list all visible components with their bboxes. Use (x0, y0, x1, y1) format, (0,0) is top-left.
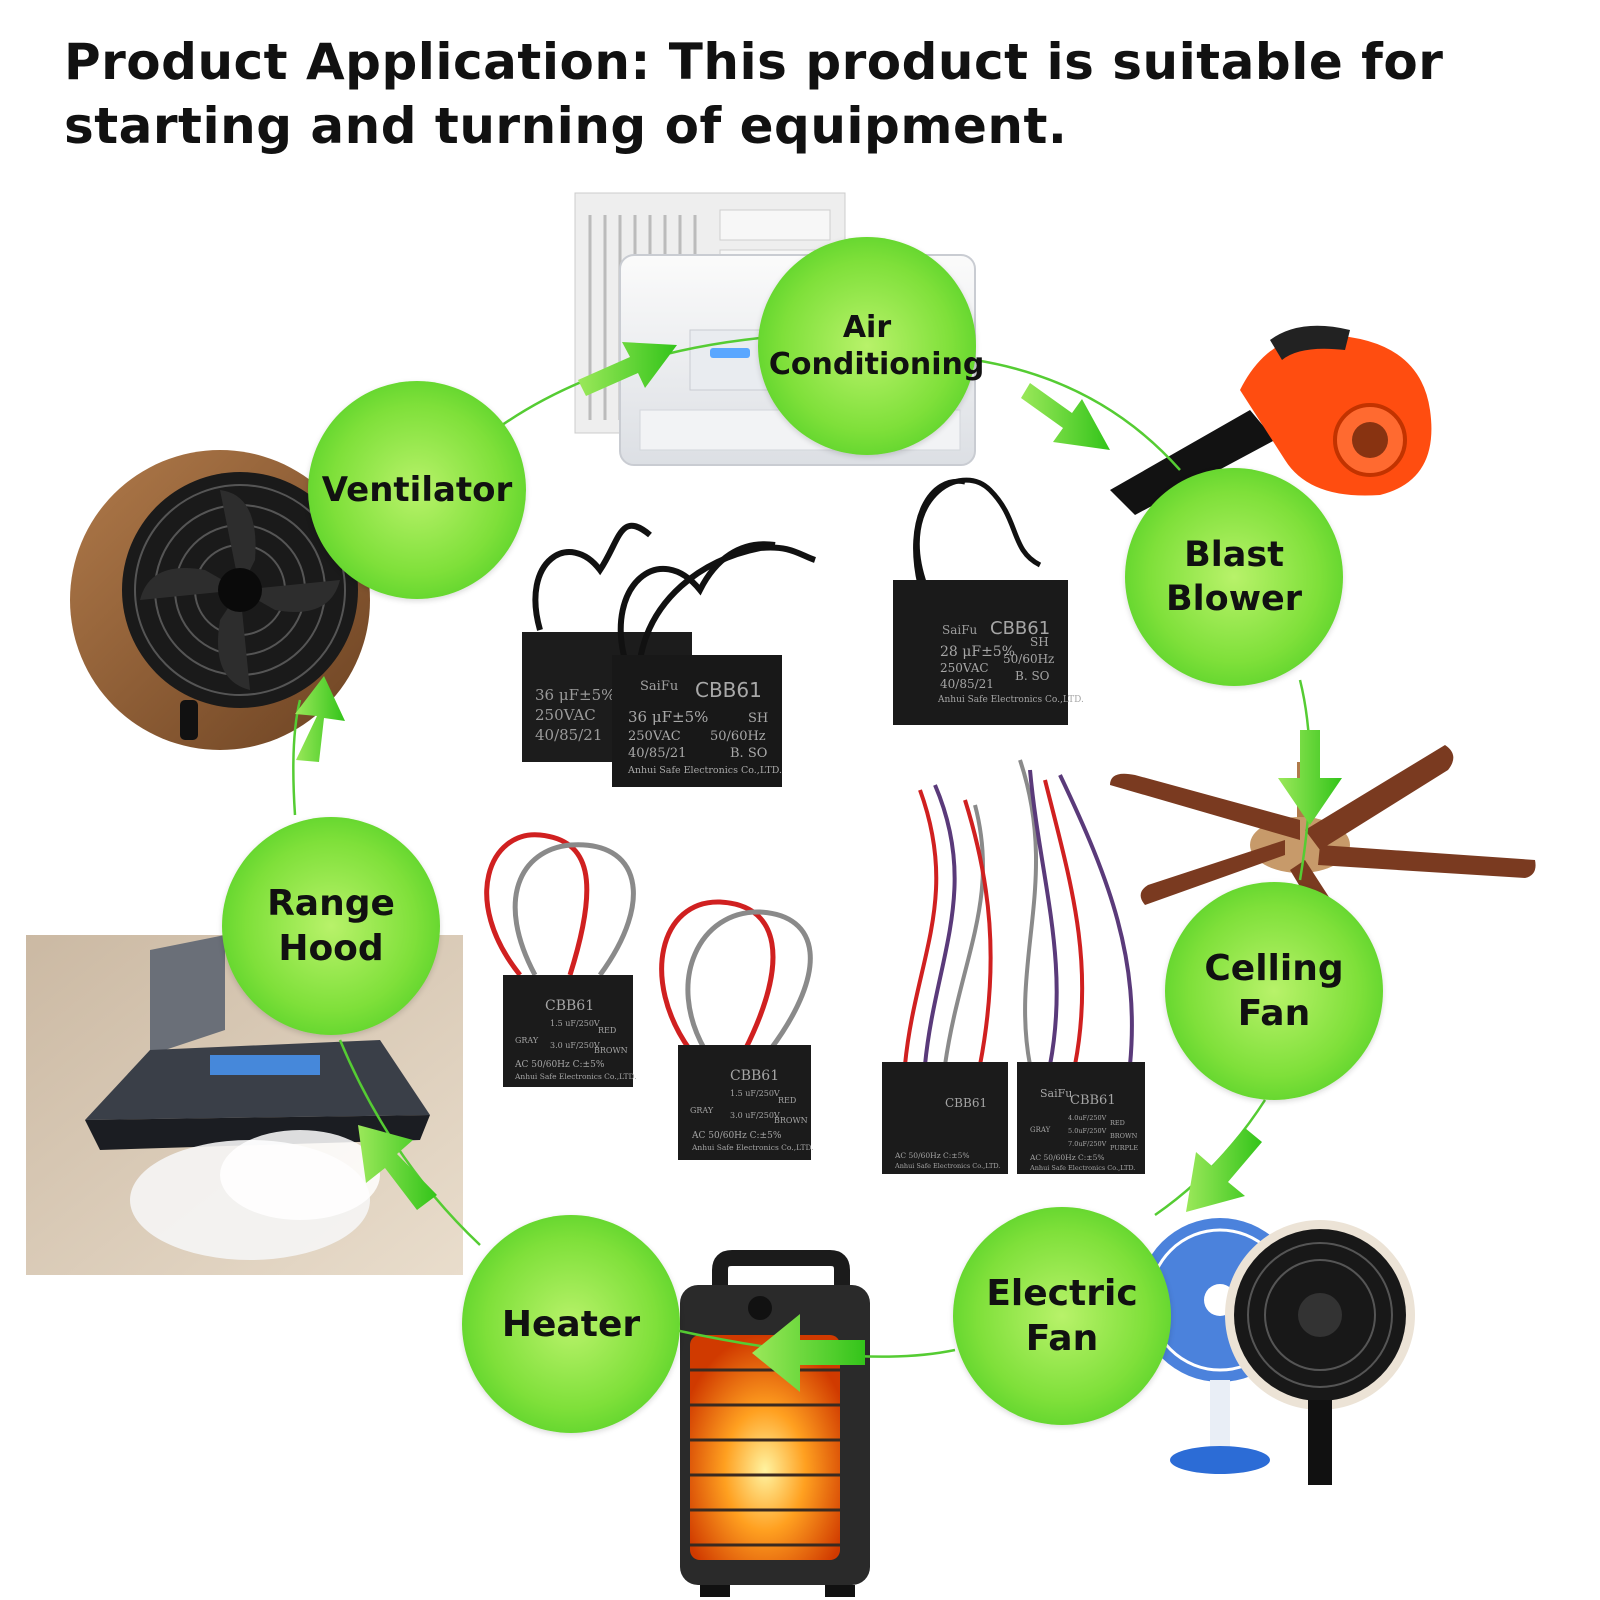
capacitor-triple-right: SaiFu CBB61 4.0uF/250V GRAY 5.0uF/250V 7… (1017, 759, 1145, 1174)
capacitor-class: 40/85/21 (535, 726, 602, 744)
node-electric-fan: Electric Fan (953, 1207, 1171, 1425)
node-ceiling-fan: Celling Fan (1165, 882, 1383, 1100)
capacitor-value: 36 μF±5% (535, 686, 615, 704)
capacitor-voltage: 250VAC (535, 706, 596, 724)
capacitor-value-1: 1.5 uF/250V (730, 1089, 780, 1098)
capacitor-value: 36 μF±5% (628, 708, 708, 726)
wire-brown-label: BROWN (594, 1046, 628, 1055)
wire-red-label: RED (598, 1026, 616, 1035)
capacitor-maker: Anhui Safe Electronics Co.,LTD. (691, 1143, 814, 1152)
capacitor-model: CBB61 (945, 1096, 987, 1110)
node-label: Electric Fan (986, 1273, 1138, 1359)
capacitor-voltage: 250VAC (628, 729, 681, 744)
arrow-to-blast-blower (1021, 383, 1110, 450)
blast-blower-picture (1110, 325, 1432, 515)
node-label: Blast Blower (1165, 535, 1303, 619)
cycle-arrows (295, 342, 1342, 1392)
node-heater: Heater (462, 1215, 680, 1433)
capacitor-model: CBB61 (695, 678, 762, 702)
capacitor-brand: SaiFu (942, 623, 978, 637)
node-ventilator: Ventilator (308, 381, 526, 599)
capacitor-value-2: 3.0 uF/250V (550, 1041, 600, 1050)
heater-picture (680, 1250, 870, 1597)
capacitor-36uf-front: SaiFu CBB61 36 μF±5% SH 250VAC 50/60Hz 4… (612, 541, 817, 787)
capacitor-value-1: 4.0uF/250V (1068, 1114, 1107, 1122)
node-label: Celling Fan (1204, 948, 1344, 1034)
capacitor-ac-rating: AC 50/60Hz C:±5% (1029, 1153, 1104, 1162)
arrow-to-heater (752, 1314, 865, 1392)
wire-red-label: RED (778, 1096, 796, 1105)
wire-brown-label: BROWN (1110, 1132, 1138, 1140)
arrow-to-air-conditioning (578, 342, 677, 396)
ventilator-picture (70, 450, 370, 750)
capacitor-brand: SaiFu (1040, 1087, 1072, 1100)
electric-fans-picture (1138, 1218, 1415, 1485)
capacitor-maker: Anhui Safe Electronics Co.,LTD. (937, 695, 1084, 705)
capacitor-class: 40/85/21 (940, 677, 994, 691)
capacitor-bso: B. SO (1015, 669, 1050, 683)
capacitor-model: CBB61 (545, 998, 594, 1014)
arrow-to-range-hood (358, 1125, 437, 1210)
capacitor-model: CBB61 (730, 1068, 779, 1084)
capacitor-value-2: 5.0uF/250V (1068, 1127, 1107, 1135)
headline: Product Application: This product is sui… (64, 33, 1444, 155)
capacitor-maker: Anhui Safe Electronics Co.,LTD. (1029, 1164, 1135, 1172)
capacitor-frequency: 50/60Hz (710, 729, 766, 744)
capacitor-28uf: SaiFu CBB61 28 μF±5% SH 250VAC 50/60Hz 4… (893, 477, 1084, 725)
node-label: Ventilator (321, 470, 513, 510)
node-label: Range Hood (267, 883, 395, 969)
capacitor-dual-right: CBB61 1.5 uF/250V RED GRAY 3.0 uF/250V B… (659, 899, 814, 1160)
arrow-to-ventilator (295, 676, 345, 762)
node-air-conditioning: Air Conditioning (758, 237, 985, 455)
capacitor-sh: SH (1030, 635, 1049, 649)
arrow-to-electric-fan (1186, 1128, 1262, 1212)
wire-brown-label: BROWN (774, 1116, 808, 1125)
node-blast-blower: Blast Blower (1125, 468, 1343, 686)
capacitor-class: 40/85/21 (628, 746, 686, 761)
wire-gray-label: GRAY (515, 1036, 539, 1045)
capacitor-value-3: 7.0uF/250V (1068, 1140, 1107, 1148)
capacitor-maker: Anhui Safe Electronics Co.,LTD. (894, 1162, 1000, 1170)
capacitor-maker: Anhui Safe Electronics Co.,LTD. (627, 765, 782, 776)
node-label: Heater (501, 1303, 641, 1345)
capacitor-ac-rating: AC 50/60Hz C:±5% (514, 1060, 605, 1070)
capacitor-dual-left: CBB61 1.5 uF/250V RED GRAY 3.0 uF/250V B… (484, 832, 637, 1087)
wire-gray-label: GRAY (690, 1106, 714, 1115)
arrow-to-ceiling-fan (1278, 730, 1342, 825)
capacitor-voltage: 250VAC (940, 661, 989, 675)
capacitor-model: CBB61 (1070, 1093, 1116, 1108)
capacitor-ac-rating: AC 50/60Hz C:±5% (894, 1151, 969, 1160)
capacitor-maker: Anhui Safe Electronics Co.,LTD. (514, 1072, 637, 1081)
node-range-hood: Range Hood (222, 817, 440, 1035)
wire-purple-label: PURPLE (1110, 1144, 1138, 1152)
capacitor-value: 28 μF±5% (940, 644, 1015, 660)
node-label: Air Conditioning (768, 310, 985, 382)
wire-gray-label: GRAY (1030, 1126, 1051, 1134)
wire-red-label: RED (1110, 1119, 1125, 1127)
capacitor-bso: B. SO (730, 746, 767, 761)
capacitor-value-1: 1.5 uF/250V (550, 1019, 600, 1028)
capacitor-triple-left: CBB61 AC 50/60Hz C:±5% Anhui Safe Electr… (882, 784, 1008, 1174)
capacitor-sh: SH (748, 711, 768, 726)
capacitor-ac-rating: AC 50/60Hz C:±5% (691, 1131, 782, 1141)
capacitor-model: CBB61 (990, 618, 1050, 639)
capacitor-brand: SaiFu (640, 679, 678, 694)
capacitor-value-2: 3.0 uF/250V (730, 1111, 780, 1120)
capacitor-frequency: 50/60Hz (1003, 652, 1054, 666)
